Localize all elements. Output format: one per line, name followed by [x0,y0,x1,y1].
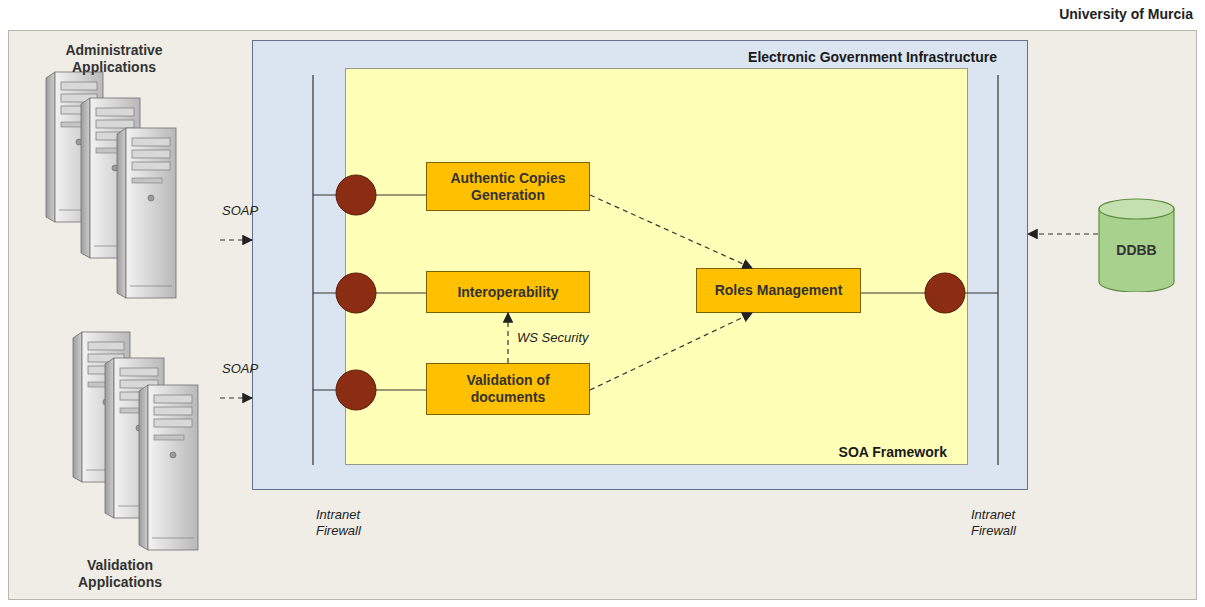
server-tower [46,72,103,222]
database-cylinder: DDBB [1098,198,1175,292]
firewall-line [312,75,313,465]
cylinder-body [1099,208,1174,292]
application-label: Validation Applications [60,557,180,591]
connector-label: SOAP [222,361,258,376]
service-name: Authentic Copies Generation [435,170,581,204]
endpoint-wire [313,389,426,390]
service-endpoint [336,175,376,215]
firewall-label: Intranet Firewall [971,507,1037,540]
infrastructure-band: Authentic Copies GenerationInteroperabil… [252,40,1028,490]
dashed-connector [220,239,252,240]
server-tower [73,332,130,482]
firewall-line [997,75,998,465]
service-box: Roles Management [696,268,861,313]
server-group: Administrative Applications [30,40,220,302]
organisation-name: University of Murcia [900,6,1193,24]
dashed-connector [590,195,752,268]
server-group: Validation Applications [60,320,220,595]
server-tower [117,128,176,298]
band-title: Electronic Government Infrastructure [748,49,997,66]
dashed-connector [507,313,508,363]
framework-band: Authentic Copies GenerationInteroperabil… [345,68,968,465]
dashed-connector [220,397,252,398]
endpoint-wire [861,292,998,293]
service-box: Authentic Copies Generation [426,162,590,211]
firewall-label: Intranet Firewall [316,507,382,540]
server-tower [139,385,198,550]
service-box: Validation of documents [426,363,590,415]
server-tower [105,358,164,518]
service-box: Interoperability [426,271,590,313]
dashed-connector [590,313,752,390]
server-tower [81,98,140,258]
application-label: Administrative Applications [54,42,174,76]
service-endpoint [925,273,965,313]
connector-label: SOAP [222,203,258,218]
service-name: Validation of documents [435,372,581,406]
band-title: SOA Framework [839,444,947,461]
cylinder-top [1099,199,1174,219]
connector-label: WS Security [517,330,589,345]
service-endpoint [336,273,376,313]
service-name: Interoperability [457,284,558,301]
service-name: Roles Management [715,282,843,299]
dashed-connector [1028,233,1098,234]
endpoint-wire [313,194,426,195]
database-name: DDBB [1116,242,1156,259]
service-endpoint [336,370,376,410]
endpoint-wire [313,292,426,293]
